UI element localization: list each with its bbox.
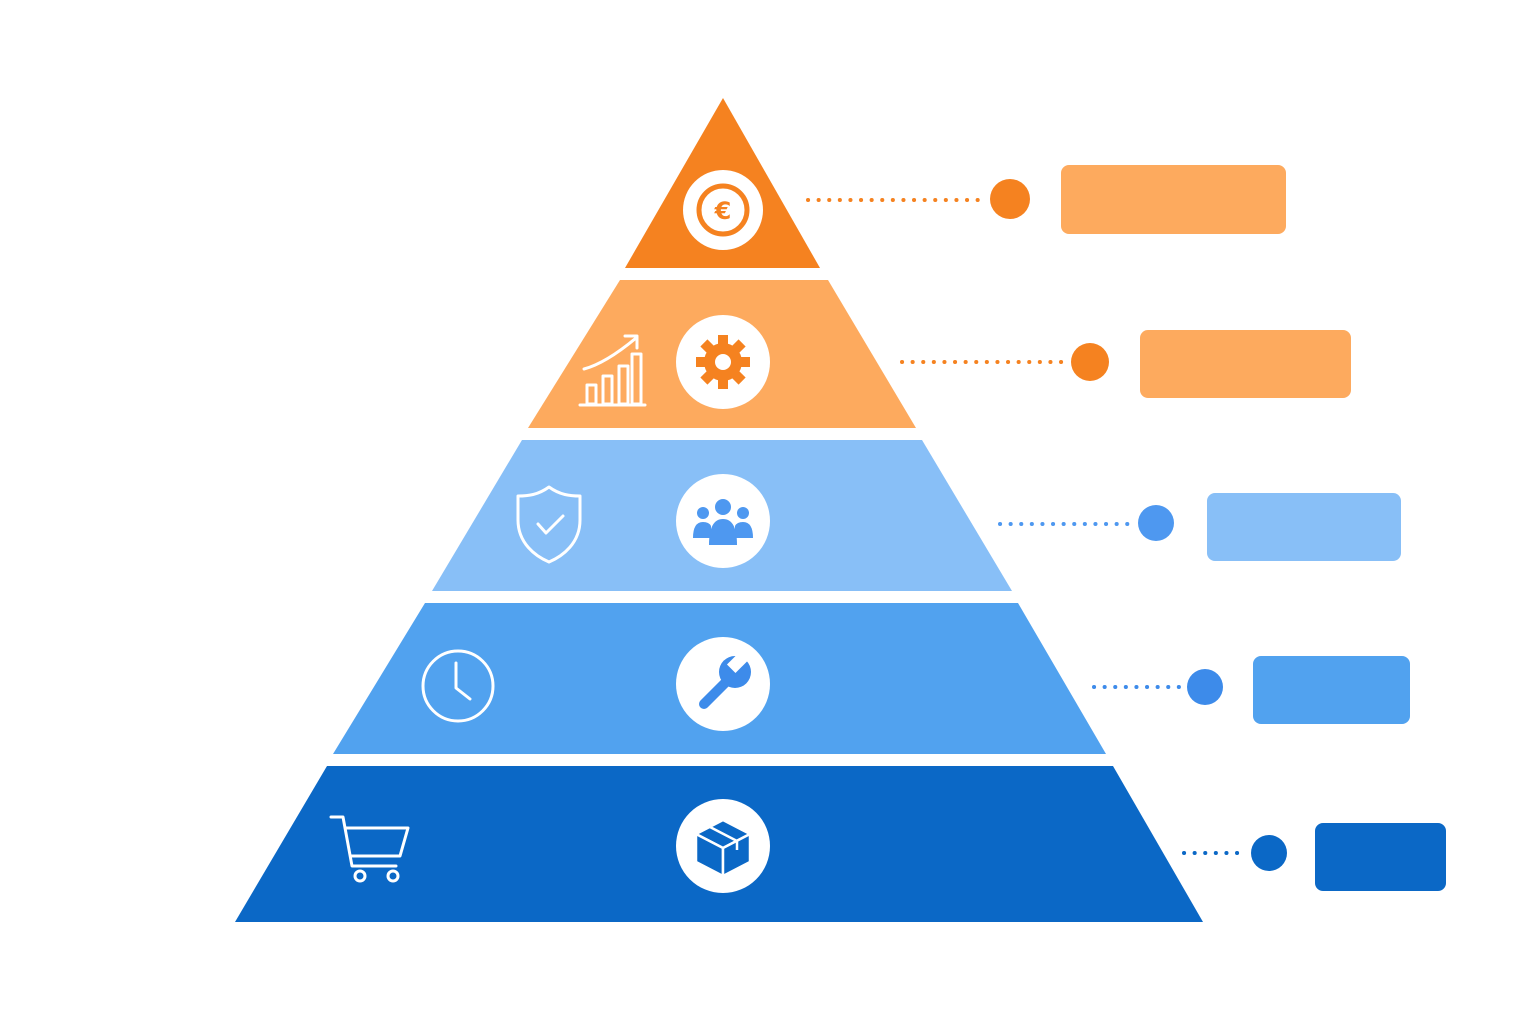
tier-third-label-box: [1207, 493, 1401, 561]
shopping-cart-icon: [329, 815, 410, 883]
tier-base: [235, 766, 1446, 922]
tier-top: €: [625, 98, 1286, 268]
package-box-icon: [694, 818, 752, 878]
team-icon: [693, 499, 753, 545]
clock-icon: [421, 649, 495, 723]
tier-top-center-badge: €: [683, 170, 763, 250]
tier-base-center-badge: [676, 799, 770, 893]
tier-fourth-dot: [1187, 669, 1223, 705]
tier-third-connector: [998, 505, 1174, 541]
tier-fourth-label-box: [1253, 656, 1410, 724]
tier-top-dot: [990, 179, 1030, 219]
shield-check-icon: [516, 485, 582, 564]
tier-second-label-box: [1140, 330, 1351, 398]
tier-base-connector: [1182, 835, 1287, 871]
tier-third: [432, 440, 1401, 591]
gear-icon: [696, 335, 750, 389]
wrench-icon: [699, 648, 752, 709]
tier-base-label-box: [1315, 823, 1446, 891]
svg-text:€: €: [714, 197, 732, 225]
tier-second-center-badge: [676, 315, 770, 409]
tier-top-connector: [806, 179, 1030, 219]
tier-fourth-center-badge: [676, 637, 770, 731]
tier-top-label-box: [1061, 165, 1286, 234]
tier-fourth: [333, 603, 1410, 754]
tier-second-connector: [900, 343, 1109, 381]
euro-coin-icon: €: [696, 183, 750, 237]
growth-chart-icon: [578, 334, 647, 407]
tier-third-center-badge: [676, 474, 770, 568]
tier-base-dot: [1251, 835, 1287, 871]
tier-third-dot: [1138, 505, 1174, 541]
tier-fourth-connector: [1092, 669, 1223, 705]
tier-second-dot: [1071, 343, 1109, 381]
tier-second: [528, 280, 1351, 428]
